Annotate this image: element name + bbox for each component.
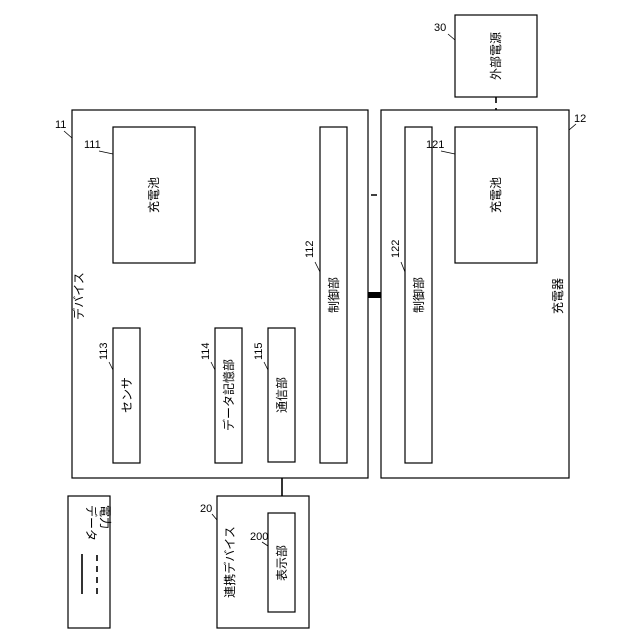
charger-controller-ref: 122	[390, 240, 402, 258]
device-battery-ref: 111	[84, 139, 101, 151]
external-power-ref: 30	[434, 22, 446, 34]
device-storage-ref: 114	[200, 342, 212, 360]
device-storage-label: データ記憶部	[221, 359, 236, 431]
device-sensor-label: センサ	[120, 377, 134, 413]
device-controller-label: 制御部	[326, 277, 341, 313]
device-comm-label: 通信部	[274, 377, 289, 413]
external-power-block: 外部電源 30	[434, 15, 537, 97]
device-ref: 11	[55, 119, 66, 131]
charger-ref: 12	[574, 113, 586, 125]
charger-battery-label: 充電池	[488, 177, 503, 213]
display-unit-label: 表示部	[274, 545, 289, 581]
charger-ref-leader	[569, 124, 576, 130]
device-ref-leader	[64, 131, 72, 138]
device-battery-label: 充電池	[146, 177, 161, 213]
linked-device-block: 連携デバイス 20 表示部 200	[200, 496, 309, 628]
charger-block: 充電器 12 制御部 122 充電池 121	[381, 110, 586, 478]
device-comm-ref: 115	[253, 342, 265, 360]
linked-device-ref: 20	[200, 503, 212, 515]
charger-name: 充電器	[550, 278, 565, 314]
external-power-ref-leader	[448, 34, 455, 40]
device-block: デバイス 11 充電池 111 制御部 112 センサ 113 データ記憶部 1…	[55, 110, 368, 478]
linked-device-name: 連携デバイス	[222, 526, 237, 598]
device-sensor-ref: 113	[98, 342, 110, 360]
charger-battery-ref: 121	[426, 139, 444, 151]
linked-device-ref-leader	[212, 514, 217, 520]
charger-controller-label: 制御部	[411, 277, 426, 313]
legend-power-label: 電力	[98, 505, 112, 529]
device-controller-ref: 112	[304, 240, 316, 258]
legend-data-label: データ	[84, 505, 99, 541]
display-unit-ref: 200	[250, 531, 268, 543]
legend: データ 電力	[68, 496, 112, 628]
device-name: デバイス	[71, 272, 86, 320]
external-power-label: 外部電源	[488, 32, 503, 80]
